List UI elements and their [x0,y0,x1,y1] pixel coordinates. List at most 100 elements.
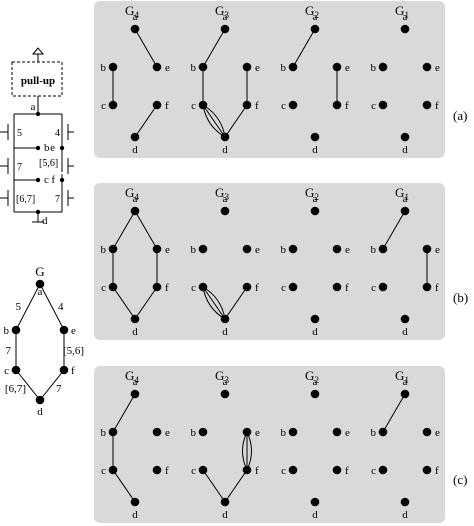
graph-g-label-f: f [71,365,75,377]
node-label-f: f [345,282,349,294]
node-b [378,244,388,254]
node-label-a: a [223,376,228,388]
node-label-c: c [371,282,376,294]
node-f [332,100,342,110]
transistor-label-right-top: 4 [55,128,60,139]
circuit-label-b: b [44,142,50,154]
node-b [108,62,118,72]
node-b [378,427,388,437]
graph-g-label-e: e [71,325,76,337]
node-c [198,100,208,110]
edge [202,104,226,138]
node-a [400,24,410,34]
circuit-node-b [35,145,41,151]
transistor-label-left-bot: [6,7] [16,194,35,205]
panel-row-b [94,183,445,340]
node-b [198,62,208,72]
edge [202,469,226,503]
node-label-a: a [313,193,318,205]
node-a [310,206,320,216]
node-a [130,206,140,216]
edge [382,210,406,250]
circuit-label-c: c [44,174,49,186]
node-c [288,100,298,110]
edge [134,28,158,68]
node-f [332,282,342,292]
node-label-b: b [101,62,107,74]
node-d [220,314,230,324]
node-label-c: c [101,100,106,112]
node-e [152,62,162,72]
node-label-c: c [371,100,376,112]
node-label-f: f [255,282,259,294]
edge [112,469,136,503]
node-d [310,497,320,507]
node-c [378,100,388,110]
edge [112,210,136,250]
node-label-a: a [223,11,228,23]
node-label-e: e [345,427,350,439]
transistor-label-left-mid: 7 [17,162,22,173]
graph-g-label-a: a [38,286,43,298]
graph-g-edge-label-fd: 7 [56,383,62,395]
edge [224,286,248,320]
edge [112,393,136,433]
node-label-e: e [435,244,440,256]
transistor-label-right-mid: [5,6] [39,158,58,169]
node-label-c: c [101,465,106,477]
node-label-c: c [281,282,286,294]
node-d [400,497,410,507]
node-label-d: d [222,144,228,156]
edge [224,469,248,503]
panel-row-c [94,366,445,523]
node-e [332,62,342,72]
node-label-c: c [191,100,196,112]
node-d [130,314,140,324]
node-label-d: d [132,326,138,338]
circuit-label-d: d [42,215,48,227]
node-c [378,465,388,475]
graph-g-edge-label-cd: [6,7] [5,383,26,395]
node-a [220,24,230,34]
node-label-f: f [255,465,259,477]
node-f [152,282,162,292]
node-label-d: d [222,326,228,338]
circuit-node-a [35,111,41,117]
circuit-node-c [35,177,41,183]
node-label-f: f [165,465,169,477]
node-label-d: d [402,144,408,156]
node-label-b: b [281,244,287,256]
node-label-d: d [312,326,318,338]
transistor-label-left-top: 5 [17,128,22,139]
row-label-a: (a) [453,108,467,123]
transistor-label-right-bot: 7 [55,194,60,205]
node-b [108,427,118,437]
node-a [130,389,140,399]
circuit-label-f: f [51,174,55,186]
node-f [242,100,252,110]
node-c [378,282,388,292]
node-label-c: c [191,465,196,477]
node-label-d: d [312,144,318,156]
node-a [220,389,230,399]
node-f [332,465,342,475]
node-f [152,100,162,110]
node-label-e: e [435,427,440,439]
node-a [310,24,320,34]
node-label-a: a [133,376,138,388]
node-b [288,62,298,72]
node-label-b: b [101,427,107,439]
node-label-a: a [403,376,408,388]
node-e [422,427,432,437]
circuit-node-f [59,177,65,183]
node-label-f: f [435,465,439,477]
node-b [198,427,208,437]
graph-g-label-d: d [37,406,43,418]
node-label-f: f [435,100,439,112]
node-label-e: e [255,427,260,439]
node-label-b: b [281,427,287,439]
node-label-c: c [191,282,196,294]
node-f [422,100,432,110]
